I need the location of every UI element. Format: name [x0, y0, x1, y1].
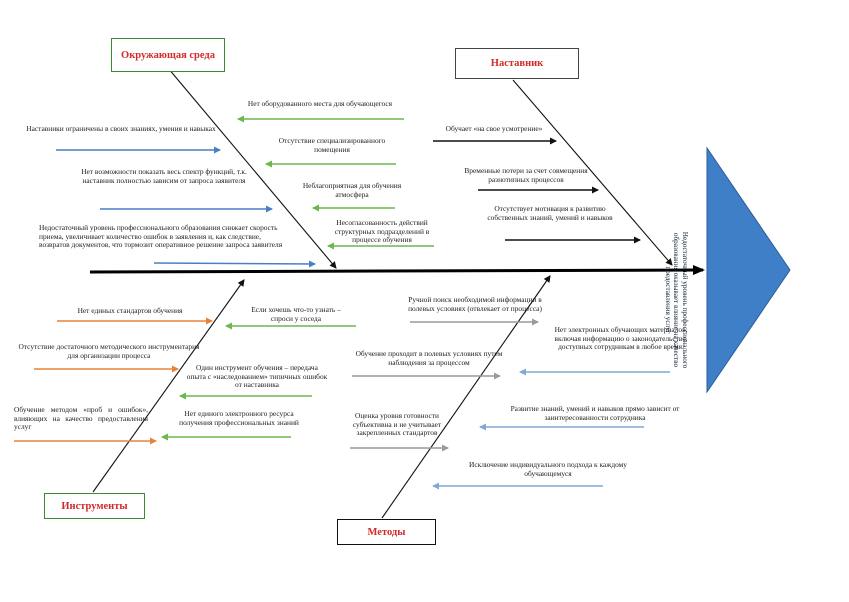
- effect-head-shape: [706, 146, 791, 394]
- category-tools-label: Инструменты: [61, 500, 128, 512]
- cause-tool-3: Отсутствие достаточного методического ин…: [18, 342, 200, 360]
- cause-env-2: Наставники ограничены в своих знаниях, у…: [26, 124, 216, 133]
- cause-meth-1: Ручной поиск необходимой информации в по…: [408, 295, 542, 313]
- cause-env-7: Недостаточный уровень профессионального …: [39, 223, 283, 250]
- category-methods: Методы: [337, 519, 436, 545]
- cause-tool-5: Обучение методом «проб и ошибок», влияющ…: [14, 405, 148, 432]
- bone-methods: [381, 275, 551, 519]
- cause-meth-3: Обучение проходит в полевых условиях пут…: [355, 349, 503, 367]
- category-environment: Окружающая среда: [111, 38, 225, 72]
- cause-env-1: Нет оборудованного места для обучающегос…: [247, 99, 393, 108]
- cause-env-5: Неблагоприятная для обучения атмосфера: [302, 181, 402, 199]
- bone-environment: [167, 67, 337, 269]
- bone-tools: [92, 279, 245, 493]
- category-environment-label: Окружающая среда: [121, 49, 215, 61]
- cause-men-1: Обучает «на свое усмотрение»: [445, 124, 543, 133]
- category-mentor-label: Наставник: [490, 58, 544, 69]
- cause-meth-6: Исключение индивидуального подхода к каж…: [468, 460, 628, 478]
- category-methods-label: Методы: [367, 526, 406, 538]
- arrow-env-7: [153, 260, 316, 268]
- category-tools: Инструменты: [44, 493, 145, 519]
- cause-env-3: Отсутствие специализированного помещения: [278, 136, 386, 154]
- cause-men-3: Отсутствует мотивация к развитию собстве…: [487, 204, 613, 222]
- spine-arrow: [89, 265, 705, 276]
- bone-mentor: [512, 79, 673, 266]
- cause-meth-5: Оценка уровня готовности субъективна и н…: [352, 411, 442, 438]
- cause-tool-1: Нет единых стандартов обучения: [77, 306, 183, 315]
- cause-tool-4: Один инструмент обучения – передача опыт…: [186, 363, 328, 390]
- category-mentor: Наставник: [455, 48, 579, 79]
- cause-env-6: Несогласованность действий структурных п…: [334, 218, 430, 245]
- cause-meth-2: Нет электронных обучающих материалов, вк…: [554, 325, 688, 352]
- cause-meth-4: Развитие знаний, умений и навыков прямо …: [510, 404, 680, 422]
- cause-tool-2: Если хочешь что-то узнать – спроси у сос…: [251, 305, 341, 323]
- cause-men-2: Временные потери за счет совмещения разн…: [464, 166, 588, 184]
- cause-tool-6: Нет единого электронного ресурса получен…: [179, 409, 299, 427]
- cause-env-4: Нет возможности показать весь спектр фун…: [81, 167, 247, 185]
